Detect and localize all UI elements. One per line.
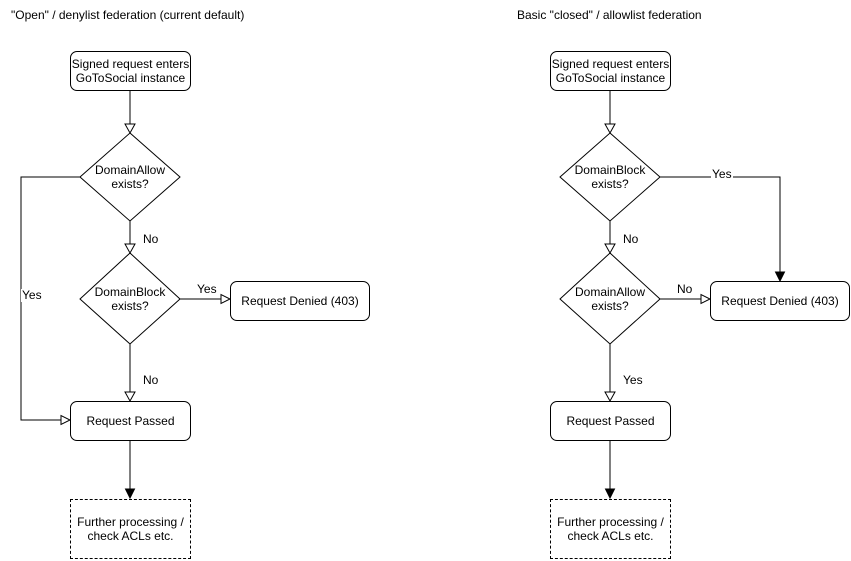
connector-layer — [20, 91, 232, 500]
decision1-text: DomainBlock exists? — [574, 163, 646, 191]
edge-label-decision2-no: No — [676, 282, 694, 296]
edge-decision1-yes-to-denied — [660, 176, 781, 272]
denylist-flowchart: "Open" / denylist federation (current de… — [0, 0, 371, 561]
edge-label-decision1-no: No — [142, 232, 160, 246]
passed-node: Request Passed — [550, 401, 671, 441]
decision2-diamond-shape — [79, 252, 181, 345]
edge-label-decision1-yes: Yes — [21, 288, 43, 302]
further-processing-node: Further processing / check ACLs etc. — [550, 499, 671, 559]
allowlist-flowchart: Basic "closed" / allowlist federation Si… — [480, 0, 851, 561]
denied-node: Request Denied (403) — [230, 281, 370, 321]
chart-title: Basic "closed" / allowlist federation — [517, 8, 702, 22]
arrowhead-decision1 — [124, 123, 136, 135]
passed-node: Request Passed — [70, 401, 191, 441]
start-node: Signed request enters GoToSocial instanc… — [550, 51, 671, 91]
edge-label-decision2-yes: Yes — [622, 373, 644, 387]
decision1-diamond-shape — [559, 132, 661, 222]
arrowhead-further — [604, 488, 616, 500]
connector-layer — [559, 91, 786, 500]
arrowhead-further — [124, 488, 136, 500]
decision1-diamond-shape — [79, 132, 181, 222]
decision2-text: DomainAllow exists? — [574, 285, 646, 313]
arrowhead-passed-left — [60, 414, 72, 426]
decision2-text: DomainBlock exists? — [94, 285, 166, 313]
denied-node: Request Denied (403) — [710, 281, 850, 321]
edge-label-decision2-no: No — [142, 373, 160, 387]
start-node: Signed request enters GoToSocial instanc… — [70, 51, 191, 91]
arrowhead-passed-top — [124, 391, 136, 403]
arrowhead-passed-top — [604, 391, 616, 403]
chart-title: "Open" / denylist federation (current de… — [11, 8, 245, 22]
further-processing-node: Further processing / check ACLs etc. — [70, 499, 191, 559]
decision1-text: DomainAllow exists? — [94, 163, 166, 191]
arrowhead-denied-top — [774, 271, 786, 283]
decision2-diamond-shape — [559, 252, 661, 345]
edge-label-decision1-no: No — [622, 232, 640, 246]
arrowhead-decision1 — [604, 123, 616, 135]
arrowhead-decision2 — [124, 243, 136, 255]
edge-label-decision1-yes: Yes — [711, 167, 733, 181]
edge-label-decision2-yes: Yes — [196, 282, 218, 296]
arrowhead-denied — [220, 293, 232, 305]
arrowhead-denied-left — [700, 293, 712, 305]
arrowhead-decision2 — [604, 243, 616, 255]
